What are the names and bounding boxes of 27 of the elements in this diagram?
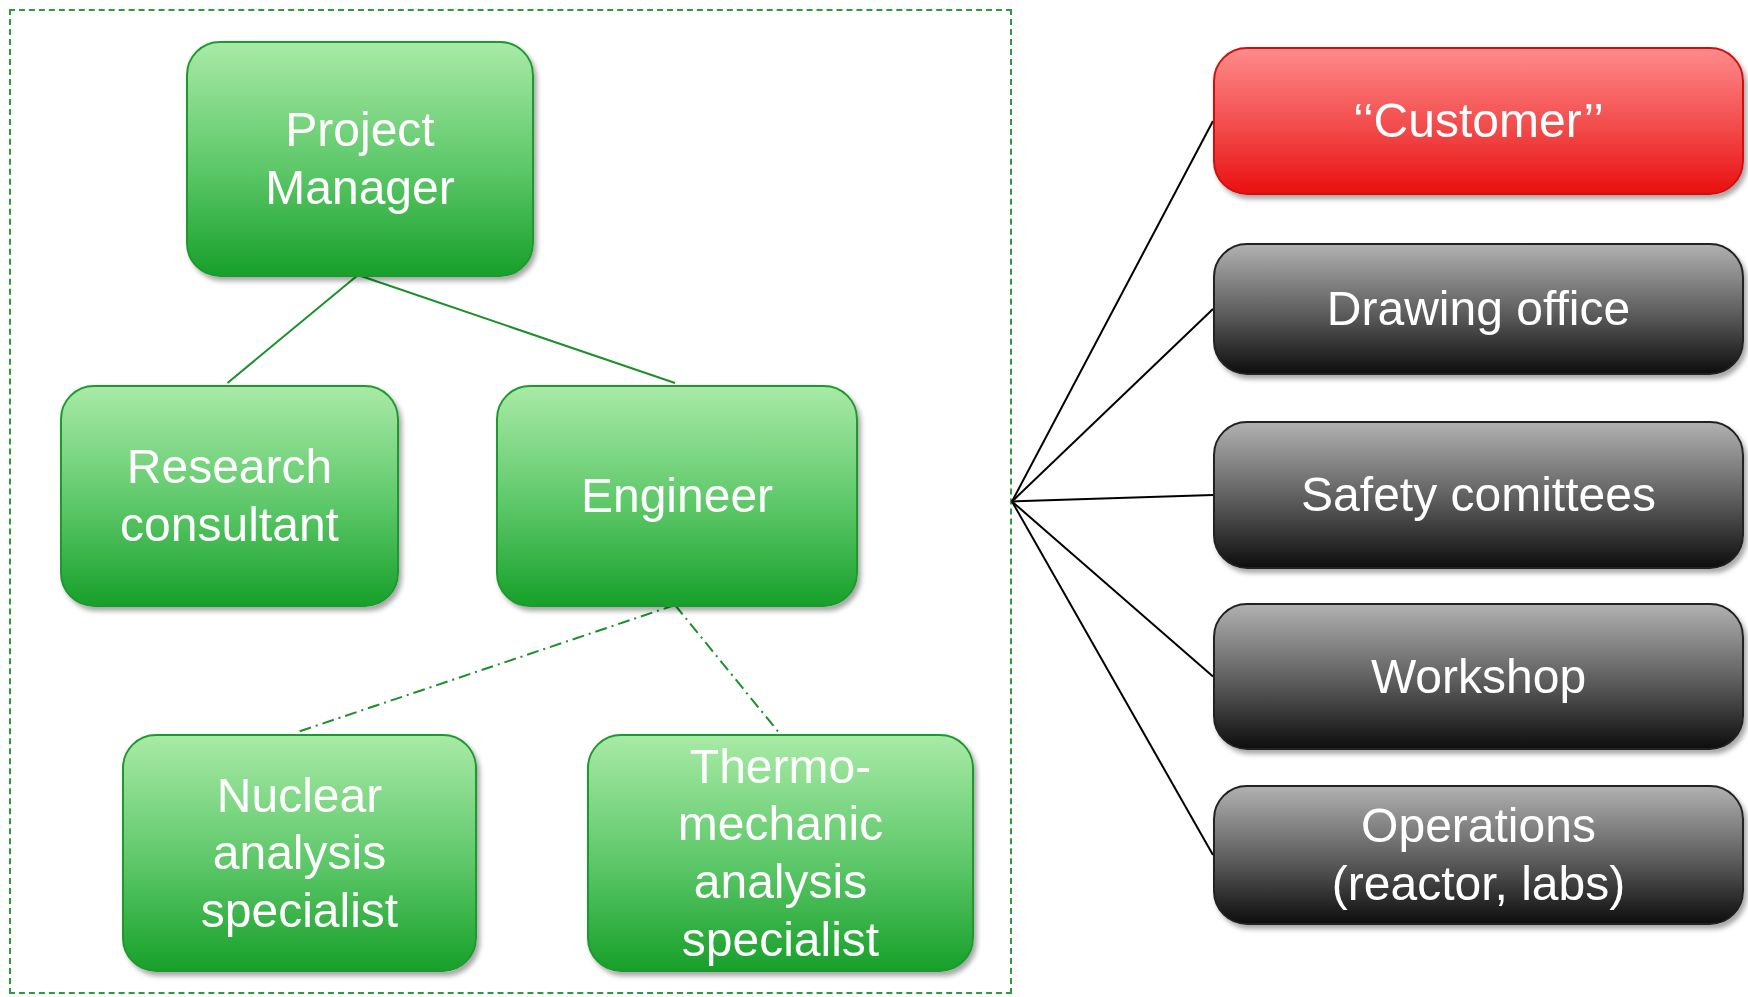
role-box xyxy=(1213,785,1744,925)
node-label: Nuclear analysis specialist xyxy=(199,767,400,939)
node-label: Thermo-mechanic analysis specialist xyxy=(676,738,885,968)
node-label: Safety comittees xyxy=(1301,467,1656,524)
role-box xyxy=(587,734,974,972)
connector-line xyxy=(1011,500,1214,678)
role-box xyxy=(186,41,534,277)
connector-line xyxy=(1011,308,1214,503)
role-box xyxy=(1213,243,1744,375)
connector-line xyxy=(226,274,359,384)
connector-line xyxy=(1011,494,1214,503)
role-box xyxy=(60,385,399,607)
node-label: Drawing office xyxy=(1326,281,1631,338)
node-label: Engineer xyxy=(580,468,774,525)
node-label: Workshop xyxy=(1370,648,1587,705)
role-box xyxy=(1213,47,1744,195)
role-box xyxy=(1213,603,1744,750)
role-box xyxy=(1213,421,1744,569)
node-label: Project Manager xyxy=(264,102,456,216)
node-label: Operations (reactor, labs) xyxy=(1330,798,1627,912)
role-box xyxy=(496,385,858,607)
node-label: Research consultant xyxy=(119,439,340,553)
node-label: ‘‘Customer’’ xyxy=(1353,93,1604,150)
role-box xyxy=(122,734,477,972)
connector-line xyxy=(1011,500,1214,856)
dashed-group-box xyxy=(9,9,1012,994)
connector-line xyxy=(674,604,780,733)
